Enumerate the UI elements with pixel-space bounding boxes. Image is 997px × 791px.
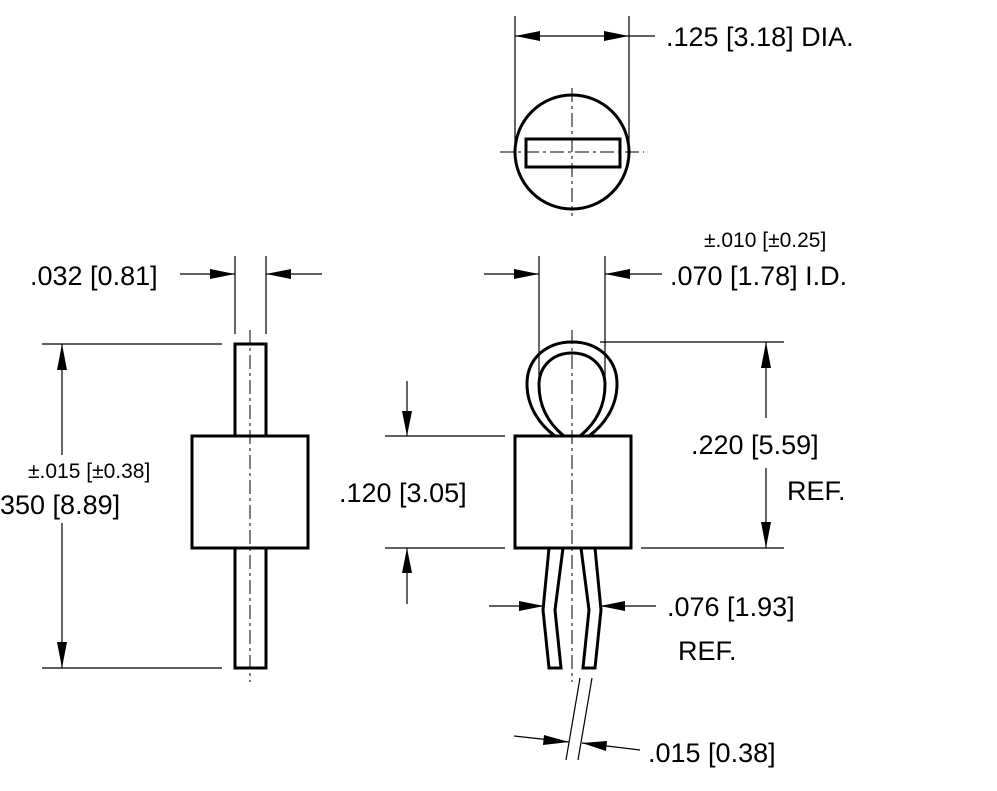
leg-width-label: .015 [0.38] <box>648 738 776 768</box>
leg-width-extension-left <box>565 677 581 761</box>
ref-height-arrow-bottom <box>761 522 771 548</box>
dia-arrow-right <box>604 31 629 41</box>
body-height-arrow-top <box>402 411 412 436</box>
dia-arrow-left <box>515 31 540 41</box>
body-height-arrow-bottom <box>402 548 412 573</box>
dia-label: .125 [3.18] DIA. <box>666 22 854 52</box>
front-view-body <box>513 434 633 550</box>
overall-label: 350 [8.89] <box>0 490 120 520</box>
leg-spread-arrow-left <box>519 601 544 611</box>
pin-width-arrow-left <box>210 269 235 279</box>
id-arrow-left <box>514 269 539 279</box>
overall-tolerance-label: ±.015 [±0.38] <box>28 460 150 483</box>
ref-height-label: .220 [5.59] <box>691 430 819 460</box>
body-height-label: .120 [3.05] <box>339 478 467 508</box>
pin-width-arrow-right <box>266 269 291 279</box>
id-label: .070 [1.78] I.D. <box>670 261 847 291</box>
front-view: ±.010 [±0.25] .070 [1.78] I.D. .120 [3.0… <box>339 229 847 768</box>
leg-spread-arrow-right <box>600 601 625 611</box>
ref-height-ref-label: REF. <box>787 476 846 506</box>
top-view: .125 [3.18] DIA. <box>500 16 854 216</box>
leg-spread-label: .076 [1.93] <box>667 592 795 622</box>
overall-arrow-top <box>57 344 67 370</box>
leg-width-arrow-left <box>543 735 569 745</box>
top-view-slot <box>524 137 622 169</box>
front-view-leg-left <box>541 546 565 670</box>
overall-arrow-bottom <box>57 642 67 668</box>
front-view-leg-right <box>579 546 603 670</box>
leg-width-extension-right <box>577 677 593 761</box>
ref-height-arrow-top <box>761 342 771 368</box>
leg-width-arrow-right <box>582 741 607 751</box>
id-tolerance-label: ±.010 [±0.25] <box>704 229 826 252</box>
side-view: .032 [0.81] ±.015 [±0.38] 350 [8.89] <box>0 256 322 682</box>
id-arrow-right <box>605 269 630 279</box>
leg-spread-ref-label: REF. <box>678 636 737 666</box>
pin-width-label: .032 [0.81] <box>30 261 158 291</box>
